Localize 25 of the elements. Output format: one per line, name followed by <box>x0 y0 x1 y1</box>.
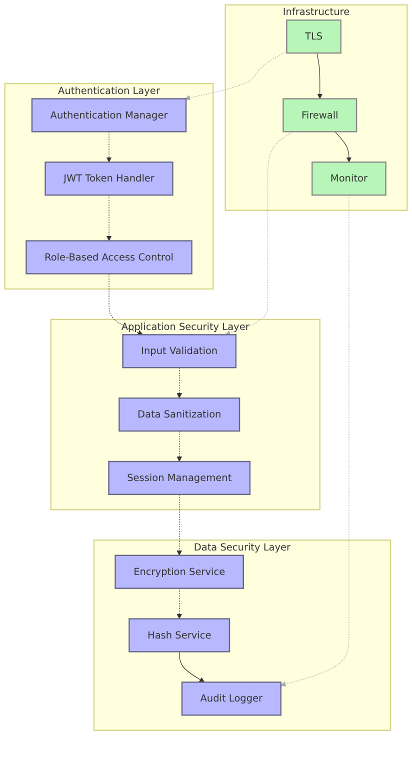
node-box: Hash Service <box>128 618 230 652</box>
node-box: Audit Logger <box>181 682 282 716</box>
arrow <box>184 51 287 100</box>
arrow <box>334 131 352 162</box>
node-box: Firewall <box>282 98 358 132</box>
arrow <box>106 194 112 242</box>
arrow <box>106 131 112 162</box>
arrow <box>176 430 182 462</box>
arrow <box>176 367 182 398</box>
arrow <box>179 651 205 682</box>
arrow <box>316 52 323 99</box>
node-box: JWT Token Handler <box>44 162 174 196</box>
node-box: Data Sanitization <box>118 398 240 432</box>
node-box: Session Management <box>108 460 251 496</box>
node-box: Role-Based Access Control <box>26 240 192 274</box>
arrow <box>176 588 182 620</box>
node-box: Input Validation <box>122 334 237 368</box>
arrow <box>280 194 350 687</box>
arrow <box>108 273 144 336</box>
node-box: Authentication Manager <box>31 98 187 132</box>
arrow <box>176 494 182 556</box>
node-box: Monitor <box>312 162 386 196</box>
node-box: TLS <box>286 20 342 54</box>
arrow <box>225 131 294 336</box>
node-box: Encryption Service <box>114 554 244 589</box>
